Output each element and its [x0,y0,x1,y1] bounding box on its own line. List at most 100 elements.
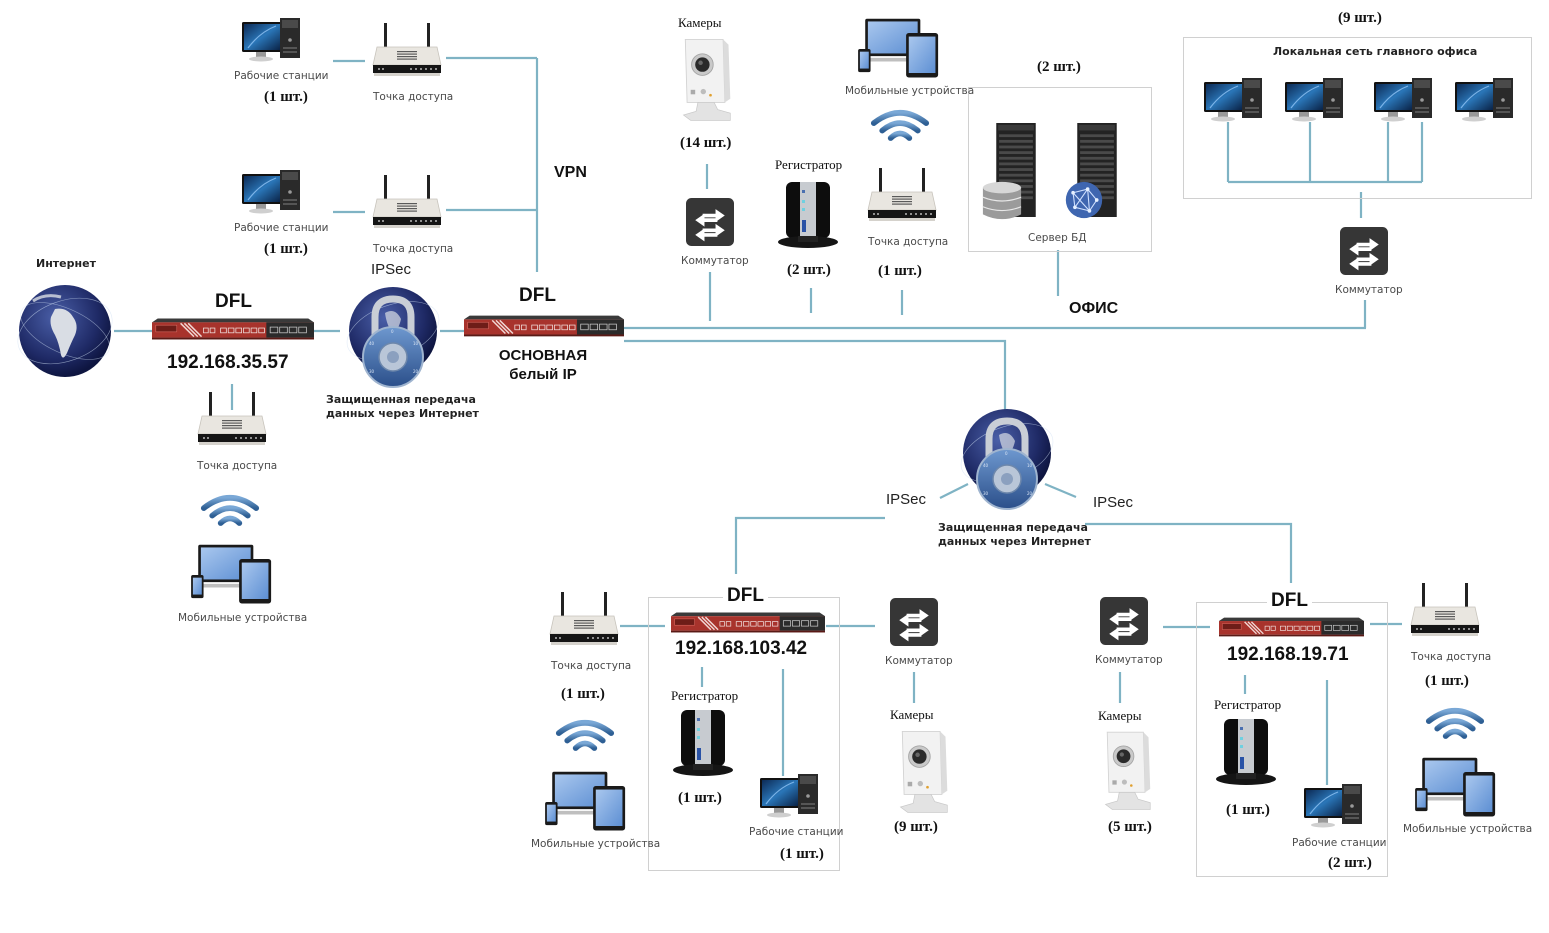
mobile-devices-icon [540,770,632,834]
secure-lock-icon [957,405,1057,515]
wifi-icon [555,718,615,752]
secure-caption-line2: данных через Интернет [326,407,479,420]
workstation-icon [1283,74,1345,126]
network-switch-icon [686,198,734,246]
dfl-left-mobile-label: Мобильные устройства [178,612,308,624]
access-point-icon [866,168,938,228]
branch-b-mobile-label: Мобильные устройства [1403,823,1533,835]
branch-b-ws-qty: (2 шт.) [1328,855,1372,871]
branch-b-title: DFL [1267,590,1312,612]
office-cameras-qty: (14 шт.) [680,135,732,151]
secure-caption-2: Защищенная передача данных через Интерне… [938,521,1091,549]
access-point-icon [1409,583,1481,643]
secure-caption-line1: Защищенная передача [938,521,1088,534]
branch-a-ip: 192.168.103.42 [675,638,808,659]
workstation-icon [240,14,302,66]
branch-b-ip: 192.168.19.71 [1227,644,1349,665]
network-switch-icon [890,598,938,646]
vpn-label: VPN [554,164,587,181]
branch-a-ws-label: Рабочие станции [749,826,844,838]
office-recorder-label: Регистратор [775,157,843,172]
branch-a-mobile-label: Мобильные устройства [531,838,661,850]
ipsec-label-top: IPSec [371,261,412,278]
ap1-label: Точка доступа [373,91,454,103]
camera-icon [1097,727,1157,813]
ws2-qty: (1 шт.) [264,241,308,257]
mobile-devices-icon [186,543,278,607]
workstation-icon [240,166,302,218]
branch-a-recorder-qty: (1 шт.) [678,790,722,806]
office-switch-label: Коммутатор [681,255,749,267]
wire-lock2-ipsec-right [1044,482,1077,499]
branch-a-ap-qty: (1 шт.) [561,686,605,702]
branch-b-recorder-label: Регистратор [1214,697,1282,712]
ws1-qty: (1 шт.) [264,89,308,105]
office-mobile-label: Мобильные устройства [845,85,975,97]
dfl-main-line1: ОСНОВНАЯ [498,347,588,364]
wire-ipsec-branch-b [1085,522,1293,583]
branch-a-ap-label: Точка доступа [551,660,632,672]
network-globe-icon [1064,180,1104,220]
servers-frame [968,87,1152,252]
secure-lock-icon [343,283,443,393]
mobile-devices-icon [853,17,945,81]
dfl-left-title: DFL [215,291,252,312]
access-point-icon [371,23,443,83]
firewall-dfl-icon [671,612,825,633]
office-cameras-label: Камеры [678,15,722,30]
branch-b-cameras-label: Камеры [1098,708,1142,723]
workstation-icon [1453,74,1515,126]
dfl-left-ip: 192.168.35.57 [167,352,289,373]
office-label: ОФИС [1069,300,1119,317]
firewall-dfl-icon [1219,617,1364,637]
workstation-icon [1302,780,1364,832]
ap2-label: Точка доступа [373,243,454,255]
wifi-icon [200,493,260,527]
camera-icon [676,34,736,124]
dfl-main-line2: белый IP [509,366,577,383]
secure-caption-line2: данных через Интернет [938,535,1091,548]
internet-globe-icon [15,281,115,381]
secure-caption-1: Защищенная передача данных через Интерне… [326,393,479,421]
branch-b-ap-label: Точка доступа [1411,651,1492,663]
office-ap-qty: (1 шт.) [878,263,922,279]
dfl-main-title: DFL [519,285,556,306]
branch-b-switch-label: Коммутатор [1095,654,1163,666]
wifi-icon [1425,706,1485,740]
recorder-icon [670,708,736,780]
branch-b-ap-qty: (1 шт.) [1425,673,1469,689]
branch-b-recorder-qty: (1 шт.) [1226,802,1270,818]
ws1-label: Рабочие станции [234,70,329,82]
dfl-left-ap-label: Точка доступа [197,460,278,472]
branch-a-recorder-label: Регистратор [671,688,739,703]
wire-main-to-lock2 [624,339,1007,410]
access-point-icon [371,175,443,235]
firewall-dfl-icon [464,315,624,337]
branch-b-cameras-qty: (5 шт.) [1108,819,1152,835]
network-switch-icon [1100,597,1148,645]
mobile-devices-icon [1410,756,1502,820]
branch-b-ws-label: Рабочие станции [1292,837,1387,849]
workstation-icon [758,770,820,822]
database-icon [981,180,1023,222]
access-point-icon [196,392,268,452]
office-ap-label: Точка доступа [868,236,949,248]
lan-switch-label: Коммутатор [1335,284,1403,296]
dfl-main-caption: ОСНОВНАЯ белый IP [488,346,598,384]
branch-a-ws-qty: (1 шт.) [780,846,824,862]
network-switch-icon [1340,227,1388,275]
lan-qty: (9 шт.) [1338,10,1382,26]
branch-a-title: DFL [723,585,768,607]
branch-a-cameras-label: Камеры [890,707,934,722]
wire-lock2-ipsec-left [939,483,969,499]
lan-frame [1183,37,1532,199]
servers-qty: (2 шт.) [1037,59,1081,75]
ws2-label: Рабочие станции [234,222,329,234]
camera-icon [893,726,953,816]
ipsec-label-right: IPSec [1093,494,1134,511]
firewall-dfl-icon [152,318,314,340]
servers-label: Сервер БД [1028,232,1087,244]
wire-ipsec-branch-a [734,516,885,574]
recorder-icon [1213,717,1279,789]
